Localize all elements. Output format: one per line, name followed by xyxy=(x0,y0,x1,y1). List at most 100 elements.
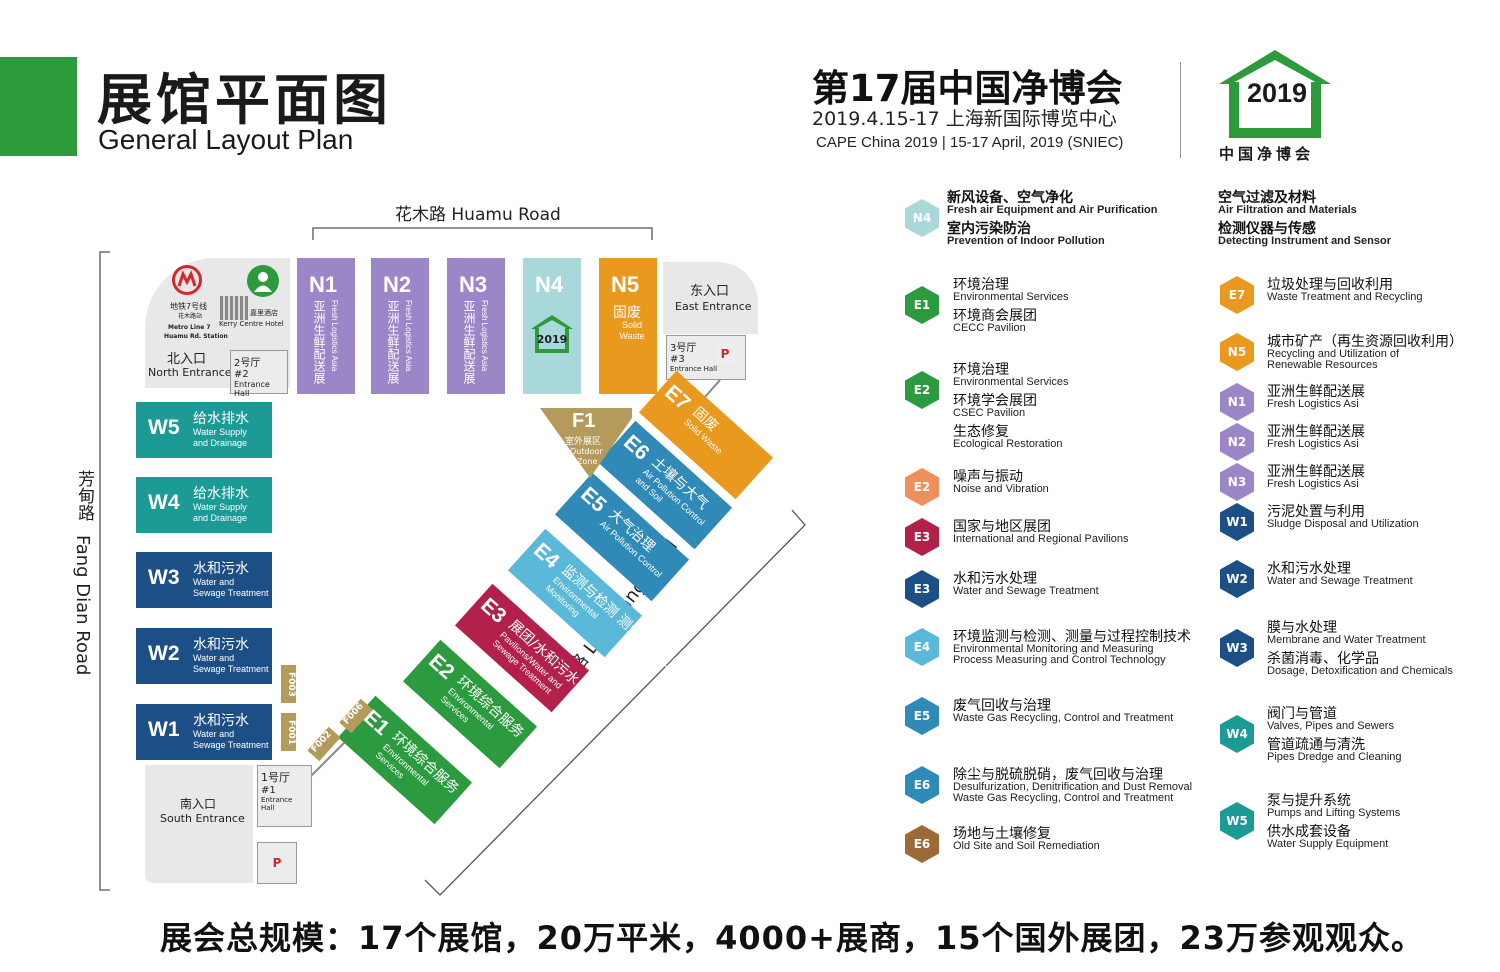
metro-icon xyxy=(172,265,202,295)
legend-en: Old Site and Soil Remediation xyxy=(953,840,1100,852)
hall-code: W4 xyxy=(148,491,180,514)
east-entrance-cn: 东入口 xyxy=(690,284,730,299)
legend-en: Fresh Logistics Asi xyxy=(1267,438,1359,450)
legend-hex-e6-icon: E6 xyxy=(905,825,939,863)
legend-en: Pipes Dredge and Cleaning xyxy=(1267,751,1402,763)
legend-cn: 亚洲生鲜配送展 xyxy=(1267,424,1365,440)
legend-cn: 亚洲生鲜配送展 xyxy=(1267,464,1365,480)
legend-cn: 环境监测与检测、测量与过程控制技术 xyxy=(953,629,1191,645)
legend-en: Water and Sewage Treatment xyxy=(953,585,1099,597)
legend-hex-w2-icon: W2 xyxy=(1220,560,1254,598)
east-entrance-area xyxy=(663,262,758,334)
hall-code: E4 xyxy=(529,538,564,573)
east-entrance-en: East Entrance xyxy=(675,300,752,313)
road-huamu: 花木路 Huamu Road xyxy=(395,205,561,225)
legend-en: Recycling and Utilization of xyxy=(1267,348,1400,360)
legend-cn: 垃圾处理与回收利用 xyxy=(1267,277,1393,293)
hall2-en: Entrance Hall xyxy=(234,380,270,398)
house-logo-icon xyxy=(1219,50,1331,138)
legend-en: Fresh Logistics Asi xyxy=(1267,398,1359,410)
legend-en: Fresh Logistics Asi xyxy=(1267,478,1359,490)
metro-cn: 地铁7号线 xyxy=(170,302,208,311)
hall3-num: #3 xyxy=(670,354,685,365)
hall-name-en2: and Drainage xyxy=(193,513,248,523)
south-entrance-cn: 南入口 xyxy=(180,797,217,811)
legend-en: Water Supply Equipment xyxy=(1267,838,1389,850)
hall1-en: Entrance Hall xyxy=(261,796,293,812)
hall-name-cn: 亚洲生鲜配送展 xyxy=(386,300,400,384)
legend-cn: 场地与土壤修复 xyxy=(953,826,1051,842)
building-icon xyxy=(220,296,248,320)
hall-name-en: Fresh Logistics Asia xyxy=(330,300,339,372)
legend-cn: 城市矿产（再生资源回收利用） xyxy=(1267,334,1463,350)
hall3-cn: 3号厅 xyxy=(670,343,697,354)
hall-code: N5 xyxy=(611,272,640,297)
legend-hex-e7-icon: E7 xyxy=(1220,276,1254,314)
logo-cn: 中国净博会 xyxy=(1219,145,1315,163)
footer-summary: 展会总规模：17个展馆，20万平米，4000+展商，15个国外展团，23万参观观… xyxy=(160,919,1425,957)
road-fangdian-en: Fang Dian Road xyxy=(72,535,93,676)
event-name: 第17届中国净博会 xyxy=(812,67,1123,110)
metro-en: Metro Line 7 xyxy=(168,324,211,331)
legend-en2: Waste Gas Recycling, Control and Treatme… xyxy=(953,792,1174,804)
hall-code: N3 xyxy=(459,272,488,297)
hall-code: E2 xyxy=(424,649,459,684)
hall2-cn: 2号厅 xyxy=(234,358,261,369)
legend-cn: 管道疏通与清洗 xyxy=(1267,737,1365,753)
legend-cn: 环境治理 xyxy=(953,362,1009,378)
legend-cn: 供水成套设备 xyxy=(1267,824,1351,840)
hotel-icon xyxy=(247,265,279,297)
legend-en: Dosage, Detoxification and Chemicals xyxy=(1267,665,1453,677)
legend-en: Pumps and Lifting Systems xyxy=(1267,807,1401,819)
hall-code: W3 xyxy=(148,566,180,589)
hall-name-cn: 固废 xyxy=(613,305,641,321)
hall-name-en1: Water Supply xyxy=(193,427,247,437)
legend-hex-w3-icon: W3 xyxy=(1220,629,1254,667)
hall-name-en: Solid Waste xyxy=(619,320,645,341)
outdoor-en1: Outdoor xyxy=(570,447,603,456)
legend-cn: 水和污水处理 xyxy=(953,571,1037,587)
legend-cn: 水和污水处理 xyxy=(1267,561,1351,577)
event-date: 2019.4.15-17 上海新国际博览中心 xyxy=(812,108,1117,130)
hall3-en: Entrance Hall xyxy=(670,365,718,373)
floor-map: 花木路 Huamu Road 芳甸路 Fang Dian Road 龙阳路 Lo… xyxy=(0,180,870,900)
hall-name-en2: Sewage Treatment xyxy=(193,740,269,750)
legend-en2: Renewable Resources xyxy=(1267,359,1378,371)
metro-cn2: 花木路站 xyxy=(178,313,203,320)
legend-en: Waste Gas Recycling, Control and Treatme… xyxy=(953,712,1174,724)
svg-text:2019: 2019 xyxy=(537,333,568,346)
entrance-hall-1: 1号厅 #1 Entrance Hall xyxy=(257,765,312,827)
legend-cn: 环境治理 xyxy=(953,277,1009,293)
page-subtitle: General Layout Plan xyxy=(98,124,354,155)
hall-n4-logo-icon: 2019 xyxy=(529,313,575,357)
booth-f001: F001 xyxy=(281,713,296,751)
logo-year: 2019 xyxy=(1247,78,1308,108)
legend-hex-n3-icon: N3 xyxy=(1220,463,1254,501)
outdoor-en2: Zone xyxy=(577,457,598,466)
legend-en: Prevention of Indoor Pollution xyxy=(947,235,1105,247)
hall-code: E3 xyxy=(476,593,511,628)
hall1-cn: 1号厅 xyxy=(261,771,290,784)
entrance-hall-2: 2号厅 #2 Entrance Hall xyxy=(230,350,288,398)
legend-hex-e2-icon: E2 xyxy=(905,468,939,506)
page-title: 展馆平面图 xyxy=(97,68,393,132)
hall-name-cn: 水和污水 xyxy=(193,713,249,729)
legend-en: Noise and Vibration xyxy=(953,483,1049,495)
hall-code: N4 xyxy=(535,272,564,297)
south-entrance-en: South Entrance xyxy=(160,812,245,825)
legend-hex-e2-icon: E2 xyxy=(905,371,939,409)
hall-name-en: Fresh Logistics Asia xyxy=(480,300,489,372)
legend-cn: 生态修复 xyxy=(953,424,1009,440)
cape-logo: 2019 CAPE 中国净博会 xyxy=(1215,48,1335,163)
legend-hex-w4-icon: W4 xyxy=(1220,715,1254,753)
header-divider xyxy=(1180,62,1181,158)
legend-hex-e6-icon: E6 xyxy=(905,766,939,804)
legend-hex-n4-icon: N4 xyxy=(905,199,939,237)
parking-icon-south: P xyxy=(257,842,297,884)
